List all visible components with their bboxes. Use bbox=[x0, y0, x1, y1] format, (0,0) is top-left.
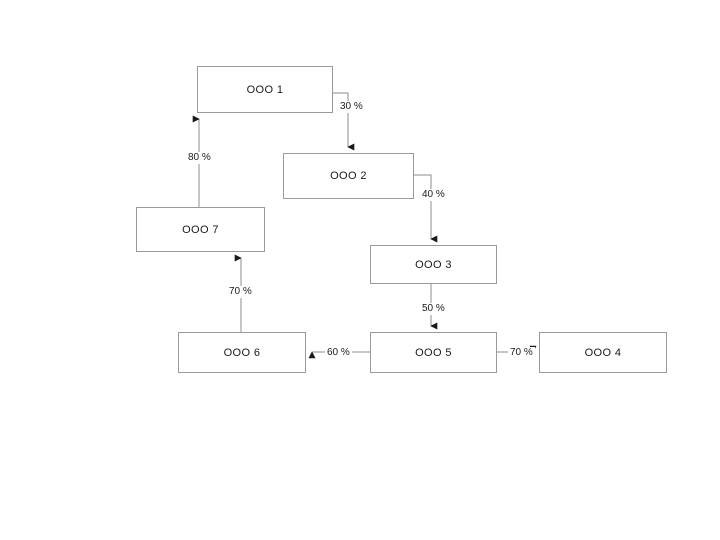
edge-ooo1-to-ooo2 bbox=[333, 92, 355, 151]
edge-label-ooo1-ooo2: 30 % bbox=[338, 101, 365, 113]
node-ooo1[interactable]: OOO 1 bbox=[197, 66, 333, 113]
node-ooo7[interactable]: OOO 7 bbox=[136, 207, 265, 252]
node-ooo7-label: OOO 7 bbox=[182, 223, 219, 236]
edge-ooo2-to-ooo3 bbox=[414, 174, 438, 243]
node-ooo4-label: OOO 4 bbox=[584, 346, 622, 359]
node-ooo6-label: OOO 6 bbox=[223, 346, 261, 359]
node-ooo2[interactable]: OOO 2 bbox=[283, 153, 414, 199]
node-ooo5[interactable]: OOO 5 bbox=[370, 332, 497, 373]
edge-label-ooo2-ooo3: 40 % bbox=[420, 189, 447, 201]
edge-label-ooo5-ooo4: 70 % bbox=[508, 347, 535, 359]
node-ooo2-label: OOO 2 bbox=[330, 170, 367, 182]
node-ooo3-label: OOO 3 bbox=[415, 258, 452, 271]
edge-label-ooo6-ooo7: 70 % bbox=[227, 286, 254, 298]
node-ooo6[interactable]: OOO 6 bbox=[178, 332, 306, 373]
edge-label-ooo7-ooo1: 80 % bbox=[186, 152, 213, 164]
node-ooo5-label: OOO 5 bbox=[415, 346, 452, 359]
node-ooo3[interactable]: OOO 3 bbox=[370, 245, 497, 284]
node-ooo4[interactable]: OOO 4 bbox=[539, 332, 667, 373]
edge-label-ooo3-ooo5: 50 % bbox=[420, 303, 447, 315]
node-ooo1-label: OOO 1 bbox=[246, 83, 284, 96]
edge-label-ooo5-ooo6: 60 % bbox=[325, 347, 352, 359]
